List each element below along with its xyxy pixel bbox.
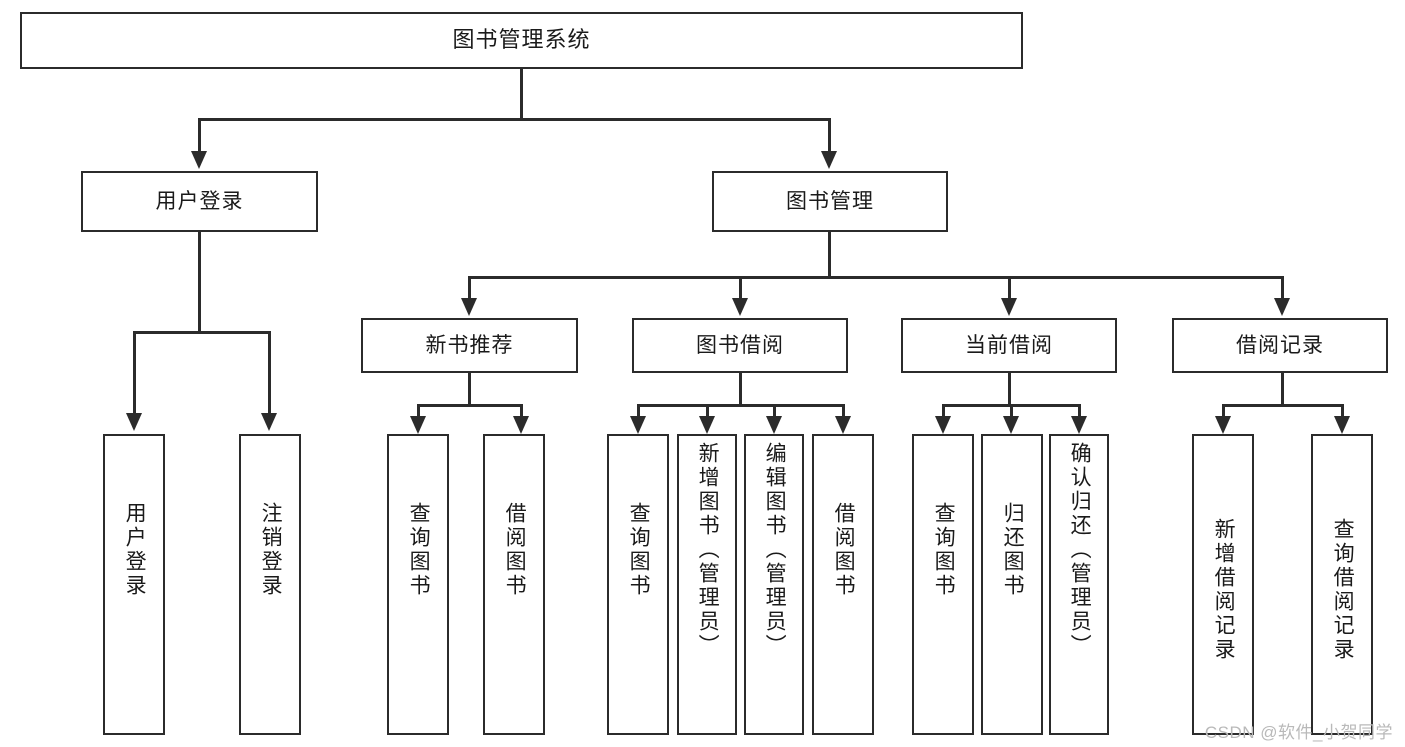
- connector-current-to-leaf-1: [1010, 404, 1013, 418]
- arrow-recommend-to-leaf-1: [513, 416, 529, 434]
- node-label: 编辑图书（管理员）: [763, 442, 787, 658]
- node-label: 新增借阅记录: [1212, 518, 1236, 662]
- node-user-login[interactable]: 用户登录: [81, 171, 318, 232]
- arrow-book-mgmt-to-l3-2: [1001, 298, 1017, 316]
- node-new-book-recommend[interactable]: 新书推荐: [361, 318, 578, 373]
- arrow-borrow-to-leaf-0: [630, 416, 646, 434]
- node-label: 借阅图书: [503, 502, 527, 598]
- node-label: 查询借阅记录: [1331, 518, 1355, 662]
- node-label: 借阅图书: [832, 502, 856, 598]
- node-label: 新增图书（管理员）: [696, 442, 720, 658]
- arrow-current-to-leaf-0: [935, 416, 951, 434]
- arrow-borrow-to-leaf-1: [699, 416, 715, 434]
- connector-borrow-stem: [739, 373, 742, 406]
- connector-current-to-leaf-0: [942, 404, 945, 418]
- connector-root-to-user-login: [198, 118, 201, 153]
- leaf-query-book-current[interactable]: 查询图书: [912, 434, 974, 735]
- leaf-borrow-book-recommend[interactable]: 借阅图书: [483, 434, 545, 735]
- connector-book-mgmt-bus: [468, 276, 1283, 279]
- leaf-query-book-recommend[interactable]: 查询图书: [387, 434, 449, 735]
- arrow-root-to-user-login: [191, 151, 207, 169]
- arrow-root-to-book-mgmt: [821, 151, 837, 169]
- node-label: 注销登录: [259, 502, 283, 598]
- arrow-recommend-to-leaf-0: [410, 416, 426, 434]
- connector-recommend-to-leaf-0: [417, 404, 420, 418]
- connector-recommend-to-leaf-1: [520, 404, 523, 418]
- watermark-text: CSDN @软件_小贺同学: [1204, 723, 1393, 742]
- node-label: 查询图书: [932, 502, 956, 598]
- connector-record-stem: [1281, 373, 1284, 406]
- node-label: 用户登录: [123, 502, 147, 598]
- arrow-record-to-leaf-1: [1334, 416, 1350, 434]
- arrow-current-to-leaf-2: [1071, 416, 1087, 434]
- node-root-system[interactable]: 图书管理系统: [20, 12, 1023, 69]
- connector-recommend-stem: [468, 373, 471, 406]
- arrow-book-mgmt-to-l3-0: [461, 298, 477, 316]
- node-label: 查询图书: [627, 502, 651, 598]
- node-borrow-record[interactable]: 借阅记录: [1172, 318, 1388, 373]
- node-label: 新书推荐: [425, 333, 514, 357]
- node-label: 归还图书: [1001, 502, 1025, 598]
- connector-record-bus: [1222, 404, 1341, 407]
- node-label: 当前借阅: [965, 333, 1053, 357]
- leaf-add-book-admin[interactable]: 新增图书（管理员）: [677, 434, 737, 735]
- connector-borrow-to-leaf-2: [773, 404, 776, 418]
- connector-book-mgmt-to-l3-2: [1008, 276, 1011, 300]
- connector-user-login-bus: [133, 331, 268, 334]
- node-book-management[interactable]: 图书管理: [712, 171, 948, 232]
- connector-user-login-stem: [198, 232, 201, 333]
- node-label: 图书管理系统: [452, 27, 591, 53]
- arrow-record-to-leaf-0: [1215, 416, 1231, 434]
- arrow-borrow-to-leaf-3: [835, 416, 851, 434]
- arrow-book-mgmt-to-l3-1: [732, 298, 748, 316]
- connector-borrow-to-leaf-3: [842, 404, 845, 418]
- leaf-edit-book-admin[interactable]: 编辑图书（管理员）: [744, 434, 804, 735]
- node-label: 图书借阅: [696, 333, 784, 357]
- connector-user-login-to-leaf-0: [133, 331, 136, 415]
- node-label: 查询图书: [407, 502, 431, 598]
- connector-root-bus: [198, 118, 830, 121]
- leaf-user-login[interactable]: 用户登录: [103, 434, 165, 735]
- node-label: 确认归还（管理员）: [1068, 442, 1092, 658]
- leaf-borrow-book[interactable]: 借阅图书: [812, 434, 874, 735]
- node-label: 借阅记录: [1236, 333, 1324, 357]
- connector-root-stem: [520, 69, 523, 119]
- connector-borrow-bus: [637, 404, 844, 407]
- connector-borrow-to-leaf-1: [706, 404, 709, 418]
- node-current-borrow[interactable]: 当前借阅: [901, 318, 1117, 373]
- connector-user-login-to-leaf-1: [268, 331, 271, 415]
- node-book-borrow[interactable]: 图书借阅: [632, 318, 848, 373]
- leaf-query-borrow-record[interactable]: 查询借阅记录: [1311, 434, 1373, 735]
- leaf-confirm-return-admin[interactable]: 确认归还（管理员）: [1049, 434, 1109, 735]
- connector-current-to-leaf-2: [1078, 404, 1081, 418]
- arrow-current-to-leaf-1: [1003, 416, 1019, 434]
- arrow-book-mgmt-to-l3-3: [1274, 298, 1290, 316]
- arrow-borrow-to-leaf-2: [766, 416, 782, 434]
- leaf-add-borrow-record[interactable]: 新增借阅记录: [1192, 434, 1254, 735]
- connector-book-mgmt-stem: [828, 232, 831, 278]
- connector-root-to-book-mgmt: [828, 118, 831, 153]
- leaf-return-book[interactable]: 归还图书: [981, 434, 1043, 735]
- connector-book-mgmt-to-l3-0: [468, 276, 471, 300]
- connector-book-mgmt-to-l3-3: [1281, 276, 1284, 300]
- connector-borrow-to-leaf-0: [637, 404, 640, 418]
- arrow-user-login-to-leaf-0: [126, 413, 142, 431]
- leaf-query-book-borrow[interactable]: 查询图书: [607, 434, 669, 735]
- node-label: 用户登录: [155, 189, 244, 213]
- connector-record-to-leaf-1: [1341, 404, 1344, 418]
- node-label: 图书管理: [786, 189, 874, 213]
- connector-record-to-leaf-0: [1222, 404, 1225, 418]
- connector-current-stem: [1008, 373, 1011, 406]
- connector-book-mgmt-to-l3-1: [739, 276, 742, 300]
- connector-recommend-bus: [417, 404, 520, 407]
- leaf-logout[interactable]: 注销登录: [239, 434, 301, 735]
- arrow-user-login-to-leaf-1: [261, 413, 277, 431]
